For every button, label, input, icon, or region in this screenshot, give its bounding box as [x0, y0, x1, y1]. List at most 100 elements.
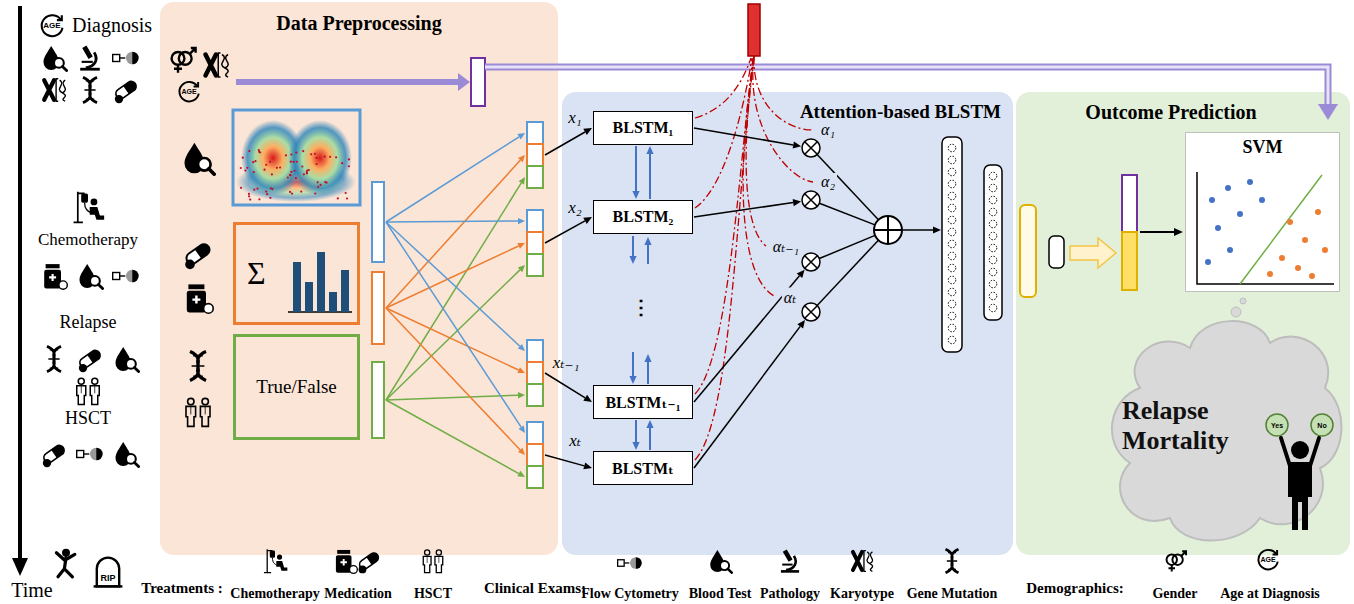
heatmap-dot [242, 157, 244, 159]
age-icon-text: AGE [43, 21, 60, 30]
arrow-line [903, 229, 933, 231]
heatmap-dot [259, 151, 261, 153]
choice-text: No [1317, 422, 1326, 429]
blood-test-icon [44, 46, 67, 71]
legend-icon [1167, 551, 1187, 571]
binary-box: True/False [233, 334, 360, 440]
class-point [1309, 273, 1315, 279]
heatmap-dot [329, 156, 331, 158]
heatmap-dot [244, 170, 246, 172]
vector-segment [527, 232, 543, 254]
heatmap-dot [248, 193, 250, 195]
neuron [989, 304, 997, 312]
neuron [948, 192, 956, 200]
timeline-event: Diagnosis [72, 14, 152, 37]
class-point [1227, 247, 1233, 253]
box-shape [1016, 92, 1350, 555]
blood-test-icon [116, 442, 139, 467]
bar [305, 282, 313, 312]
preprocessing-panel: Data PreprocessingΣ True/False [160, 2, 558, 555]
bar [293, 262, 301, 312]
node-title: Σ [233, 255, 266, 292]
output-vector [1049, 236, 1064, 268]
heatmap-dot [240, 167, 242, 169]
heatmap-dot [296, 161, 298, 163]
neuron [948, 144, 956, 152]
heatmap-dot [289, 174, 291, 176]
thought-cloud: Relapse Mortality [1100, 298, 1348, 546]
vector-segment [527, 384, 543, 406]
neuron [989, 244, 997, 252]
thought-bubble [1231, 307, 1241, 317]
neuron [948, 204, 956, 212]
age-icon [42, 15, 63, 36]
timeline-event: Relapse [60, 312, 117, 333]
arrow-line [649, 428, 651, 450]
node-title: Outcome Prediction [1016, 92, 1350, 124]
multiply-node [802, 139, 820, 157]
bar [341, 270, 349, 312]
box-shape [562, 92, 1013, 555]
heatmap-dot [293, 170, 295, 172]
legend-text: Medication [324, 586, 392, 601]
context-vector [748, 4, 760, 56]
node-title: Relapse Mortality [1122, 396, 1262, 456]
time-arrowhead [12, 558, 28, 576]
input-label: xₜ [569, 430, 581, 451]
heatmap-dot [293, 161, 295, 163]
heatmap-dot [290, 153, 292, 155]
heatmap-dot [345, 192, 347, 194]
vector-segment [527, 362, 543, 384]
heatmap-dot [302, 150, 304, 152]
heatmap-dot [258, 149, 260, 151]
legend-text: Pathology [760, 586, 820, 601]
vector-segment [527, 466, 543, 488]
input-label: x₁ [568, 108, 581, 128]
heatmap-dot [314, 192, 316, 194]
heatmap-dot [265, 164, 267, 166]
node-title: Data Preprocessing [160, 2, 558, 35]
timeline [12, 6, 139, 586]
dense-vector [984, 165, 1002, 320]
heatmap-dot [316, 157, 318, 159]
heatmap-dot [271, 173, 273, 175]
heatmap-dot [306, 172, 308, 174]
vector-segment [527, 166, 543, 188]
heatmap-dot [317, 186, 319, 188]
class-point [1225, 185, 1231, 191]
sum-node [874, 216, 902, 244]
multiply-node [802, 253, 820, 271]
legend-text: Gender [1152, 586, 1197, 601]
time-axis [18, 6, 22, 562]
flow-cytometry-icon [77, 448, 103, 461]
heatmap-dot [279, 166, 281, 168]
heatmap-dot [269, 161, 271, 163]
arrow-line [632, 236, 634, 256]
arrow-line [647, 362, 649, 384]
vector-segment [527, 122, 543, 144]
timeline-event: Chemotherapy [38, 230, 138, 250]
neuron [989, 292, 997, 300]
multiply-sign [805, 142, 817, 154]
neuron [989, 220, 997, 228]
no-bubble [1311, 414, 1333, 436]
legend-text: Blood Test [689, 586, 752, 601]
vector-segment [527, 422, 543, 444]
neuron [948, 336, 956, 344]
heatmap-dots [240, 149, 350, 201]
vector-segment [527, 340, 543, 362]
class-point [1267, 271, 1273, 277]
multiply-node [802, 303, 820, 321]
blstm-panel: Attention-based BLSTMBLSTM₁BLSTM₂BLSTMₜ₋… [562, 92, 1013, 555]
neuron [989, 256, 997, 264]
neuron [948, 324, 956, 332]
age-icon-text: AGE [181, 88, 196, 95]
legend-icon [618, 557, 642, 569]
neuron [989, 172, 997, 180]
neuron [948, 312, 956, 320]
neuron [948, 276, 956, 284]
heatmap-dot [256, 188, 258, 190]
class-point [1205, 259, 1211, 265]
vector-segment [527, 144, 543, 166]
outcome-panel: Outcome PredictionSVMRelapse Mortality [1016, 92, 1350, 555]
